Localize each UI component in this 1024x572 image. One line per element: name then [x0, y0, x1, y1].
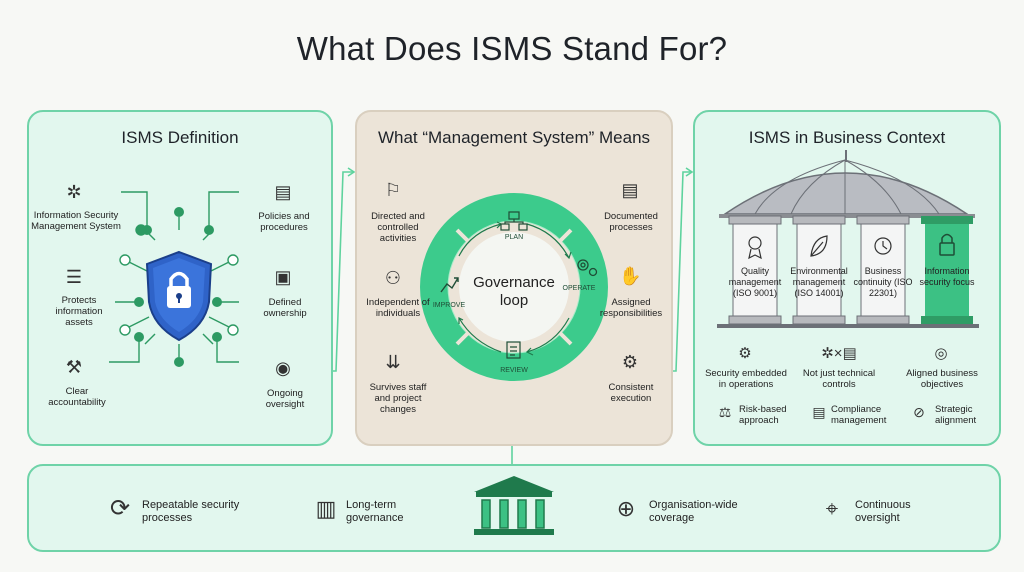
document-check-icon: ▤ — [812, 404, 826, 420]
id-badge-icon: ▣ — [274, 267, 292, 287]
label-pillar-quality: Quality management (ISO 9001) — [728, 266, 782, 298]
trend-icon — [440, 277, 459, 293]
cycle-label-review: REVIEW — [500, 367, 528, 374]
label-long-term: Long-term governance — [346, 499, 404, 524]
label-survives: Survives staff and project changes — [369, 382, 427, 415]
label-documented: Documented processes — [604, 211, 658, 233]
panel-title: What “Management System” Means — [377, 128, 651, 147]
clock-icon — [874, 237, 892, 255]
hand-tag-icon: ✋ — [619, 266, 642, 286]
gear-lock-icon: ⚙ — [738, 345, 752, 362]
label-directed: Directed and controlled activities — [371, 211, 425, 244]
panel-title: ISMS in Business Context — [748, 128, 946, 147]
label-pillar-continuity: Business continuity (ISO 22301) — [853, 266, 913, 298]
label-ownership: Defined ownership — [263, 297, 307, 319]
document-icon: ▤ — [274, 182, 292, 202]
flowchart-icon — [500, 211, 528, 231]
cycle-label-plan: PLAN — [505, 234, 523, 241]
pillar-icon: ⇊ — [385, 352, 401, 372]
umbrella-temple — [717, 150, 979, 328]
cycle-label-operate: OPERATE — [563, 285, 596, 292]
label-embedded: Security embedded in operations — [705, 368, 787, 390]
umbrella-dome — [722, 172, 970, 215]
label-policies: Policies and procedures — [258, 211, 310, 233]
governance-loop-label: Governance loop — [473, 274, 555, 309]
eye-icon: ◉ — [275, 358, 291, 378]
people-icon: ⚇ — [384, 268, 402, 288]
outcomes-panel: ⟳ Repeatable security processes ▥ Long-t… — [27, 464, 1001, 552]
scales-icon: ⚖ — [718, 404, 732, 420]
checklist-icon — [506, 341, 521, 359]
page-title: What Does ISMS Stand For? — [296, 30, 728, 67]
label-independent: Independent of individuals — [366, 297, 430, 319]
label-aligned: Aligned business objectives — [906, 368, 978, 390]
network-check-icon: ✲×▤ — [821, 345, 857, 362]
database-icon: ☰ — [65, 267, 83, 287]
governance-cycle: PLAN OPERATE REVIEW IMPROVE — [420, 193, 608, 381]
label-risk-based: Risk-based approach — [739, 404, 787, 426]
pillar-icon: ▥ — [315, 496, 337, 521]
compass-icon: ⊘ — [913, 404, 925, 420]
cycle-label-improve: IMPROVE — [433, 302, 466, 309]
label-consistent: Consistent execution — [608, 382, 654, 404]
management-system-panel: What “Management System” Means — [355, 110, 673, 446]
document-stack-icon: ▤ — [621, 180, 639, 200]
gears-icon: ⚙ — [621, 352, 639, 372]
presenter-icon: ⚐ — [384, 180, 402, 200]
label-strategic: Strategic alignment — [935, 404, 977, 426]
gavel-icon: ⚒ — [65, 357, 83, 377]
network-diagram — [109, 191, 239, 367]
label-pillar-environmental: Environmental management (ISO 14001) — [790, 266, 848, 298]
target-icon: ◎ — [934, 345, 948, 362]
institution-icon — [474, 476, 554, 535]
isms-definition-panel: ISMS Definition — [27, 110, 333, 446]
gears-icon — [577, 259, 598, 277]
label-continuous: Continuous oversight — [855, 499, 911, 524]
refresh-icon: ⟳ — [109, 495, 131, 522]
label-repeatable: Repeatable security processes — [142, 499, 240, 524]
label-assigned: Assigned responsibilities — [599, 297, 663, 319]
label-protects-assets: Protects information assets — [55, 295, 103, 328]
globe-icon: ⊕ — [616, 496, 636, 521]
network-icon: ✲ — [66, 182, 82, 202]
panel-title: ISMS Definition — [121, 128, 239, 147]
label-compliance: Compliance management — [831, 404, 887, 426]
label-not-technical: Not just technical controls — [802, 368, 876, 390]
certificate-icon — [748, 236, 762, 260]
label-oversight: Ongoing oversight — [265, 388, 305, 410]
label-pillar-infosec: Information security focus — [919, 266, 975, 287]
label-organisation-wide: Organisation-wide coverage — [649, 499, 738, 524]
leaf-icon — [810, 235, 828, 257]
business-context-panel: ISMS in Business Context Quality managem… — [693, 110, 1001, 446]
tower-eye-icon: ⌖ — [825, 496, 839, 521]
padlock-icon — [939, 233, 955, 256]
label-clear-accountability: Clear accountability — [48, 386, 106, 408]
label-info-security: Information Security Management System — [31, 210, 121, 232]
